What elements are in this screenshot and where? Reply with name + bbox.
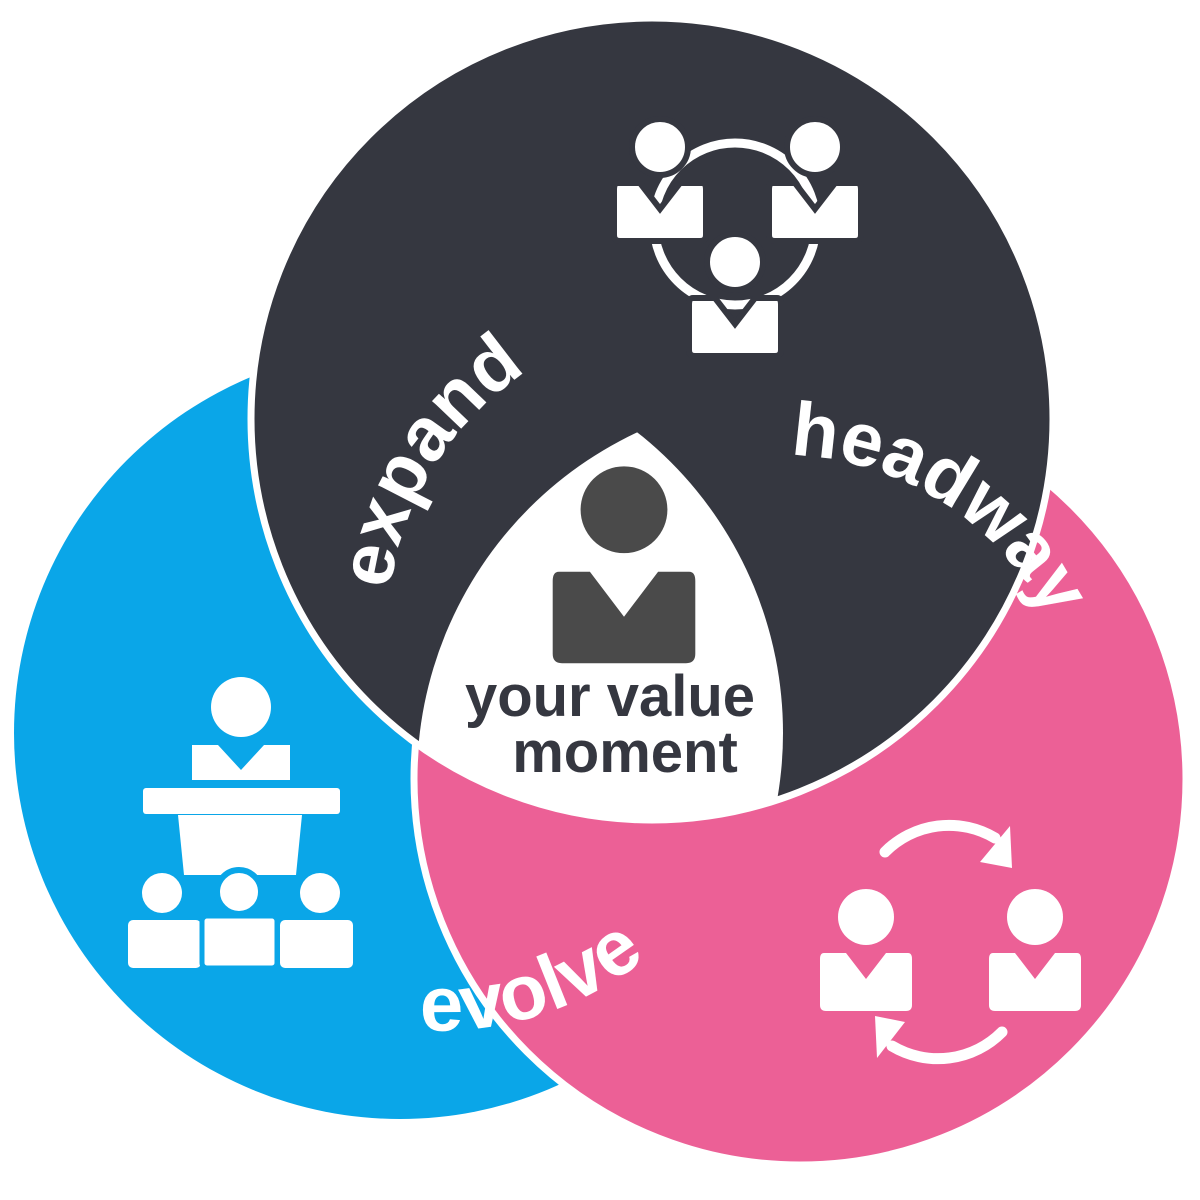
center-text-line2: moment	[512, 720, 738, 785]
presenter-audience-icon	[128, 677, 353, 971]
person-icon	[552, 466, 696, 664]
center-text-line1: your value	[465, 664, 755, 729]
exchange-people-icon	[820, 819, 1081, 1065]
team-network-icon	[614, 119, 861, 356]
